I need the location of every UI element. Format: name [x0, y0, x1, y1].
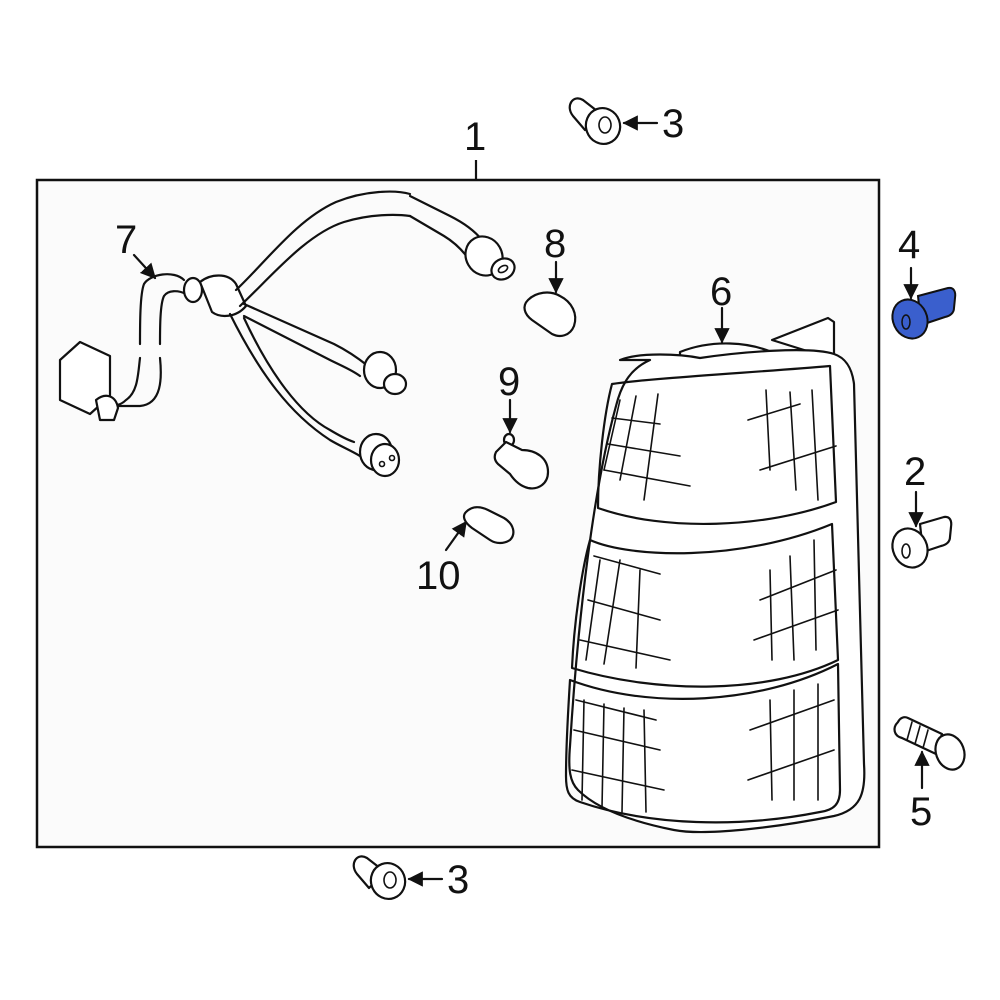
bulb-bayonet-part[interactable]: [493, 398, 550, 490]
callout-3-top[interactable]: 3: [662, 102, 685, 146]
callout-4[interactable]: 4: [898, 223, 921, 267]
bulb-wedge-part[interactable]: [523, 260, 577, 337]
callout-10[interactable]: 10: [416, 554, 461, 598]
callout-3-bottom[interactable]: 3: [447, 858, 470, 902]
callout-2[interactable]: 2: [904, 450, 927, 494]
clip-highlighted-part[interactable]: [886, 266, 957, 344]
grommet-top-part[interactable]: [568, 97, 659, 148]
callout-5[interactable]: 5: [910, 790, 933, 834]
bolt-part[interactable]: [893, 716, 970, 790]
callout-7[interactable]: 7: [115, 218, 138, 262]
clip-part[interactable]: [886, 490, 953, 573]
bulb-small-wedge-part[interactable]: [444, 506, 515, 552]
callout-9[interactable]: 9: [498, 360, 521, 404]
wiring-harness-part[interactable]: [58, 190, 518, 478]
lens-housing-part[interactable]: [564, 306, 866, 834]
grommet-bottom-part[interactable]: [352, 855, 444, 903]
callout-8[interactable]: 8: [544, 222, 567, 266]
callout-1[interactable]: 1: [464, 115, 487, 159]
callout-6[interactable]: 6: [710, 270, 733, 314]
